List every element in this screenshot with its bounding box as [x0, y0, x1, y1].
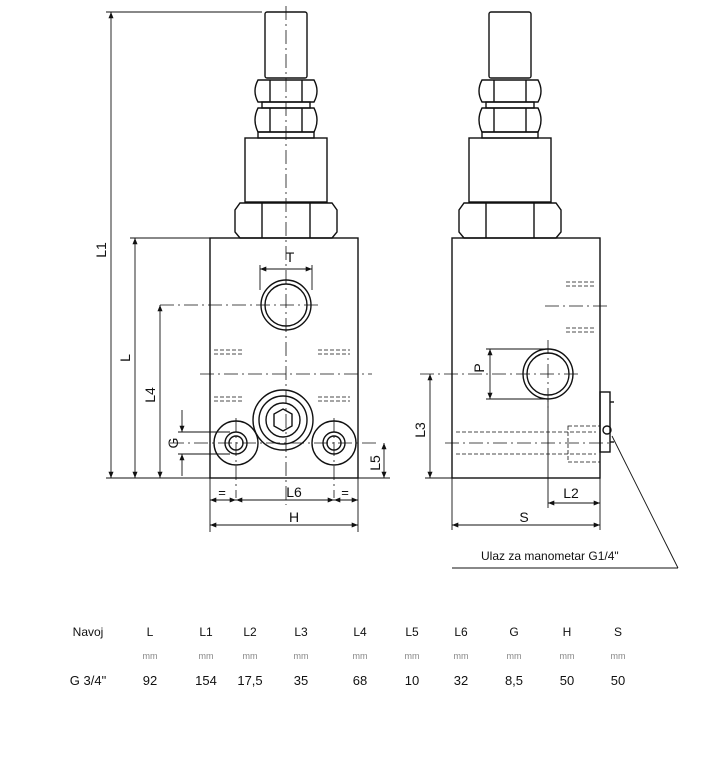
- dim-label-L4: L4: [142, 387, 158, 403]
- table-cell: 50: [559, 672, 575, 688]
- dim-label-H: H: [289, 509, 299, 525]
- table-header-cell: G: [509, 625, 519, 639]
- table-unit-cell: mm: [352, 651, 368, 661]
- table-unit-cell: mm: [610, 651, 626, 661]
- dim-label-S: S: [519, 509, 528, 525]
- dim-label-L: L: [117, 354, 133, 362]
- table-header-cell: L1: [199, 625, 213, 639]
- dim-label-L2: L2: [563, 485, 579, 501]
- table-unit-cell: mm: [453, 651, 469, 661]
- table-header-cell: L2: [243, 625, 257, 639]
- dimension-table: Navoj L L1 L2 L3 L4 L5 L6 G H S mm mm mm…: [58, 620, 644, 692]
- table-cell: 17,5: [237, 672, 263, 688]
- side-view: [420, 11, 679, 569]
- dim-label-L6: L6: [286, 484, 302, 500]
- dim-label-G: G: [165, 438, 181, 449]
- table-unit-cell: mm: [293, 651, 309, 661]
- table-cell: 10: [404, 672, 420, 688]
- table-unit-cell: mm: [559, 651, 575, 661]
- table-cell: G 3/4": [69, 672, 107, 688]
- dim-label-eq-left: =: [218, 485, 226, 500]
- table-unit-cell: mm: [404, 651, 420, 661]
- table-header-cell: H: [562, 625, 572, 639]
- table-header-cell: L6: [454, 625, 468, 639]
- dim-label-P: P: [471, 363, 487, 372]
- table-unit-cell: mm: [506, 651, 522, 661]
- table-header-cell: S: [613, 625, 622, 639]
- table-header-row: Navoj L L1 L2 L3 L4 L5 L6 G H S: [58, 620, 644, 644]
- front-dimensions: [106, 11, 390, 532]
- dim-label-L3: L3: [412, 422, 428, 438]
- table-header-cell: L4: [353, 625, 367, 639]
- table-header-cell: L5: [405, 625, 419, 639]
- table-cell: 154: [195, 672, 217, 688]
- table-cell: 92: [142, 672, 158, 688]
- table-unit-cell: mm: [142, 651, 158, 661]
- side-dimensions: [425, 348, 601, 530]
- table-cell: 35: [293, 672, 309, 688]
- front-view: [160, 6, 378, 505]
- table-unit-row: mm mm mm mm mm mm mm mm mm mm: [58, 644, 644, 668]
- table-unit-cell: mm: [198, 651, 214, 661]
- table-row: G 3/4" 92 154 17,5 35 68 10 32 8,5 50 50: [58, 668, 644, 692]
- dim-label-L1: L1: [93, 242, 109, 258]
- table-header-cell: L3: [294, 625, 308, 639]
- table-header-cell: Navoj: [72, 625, 104, 639]
- table-cell: 68: [352, 672, 368, 688]
- table-unit-cell: [58, 644, 118, 668]
- front-dim-labels: L1 L L4 G T L5 = L6 = H: [93, 242, 383, 525]
- table-unit-cell: mm: [242, 651, 258, 661]
- side-dim-labels: P L3 L2 S: [412, 363, 579, 525]
- dim-label-T: T: [286, 249, 295, 265]
- table-cell: 50: [610, 672, 626, 688]
- dim-label-L5: L5: [367, 455, 383, 471]
- table-cell: 8,5: [504, 672, 524, 688]
- dim-label-eq-right: =: [341, 485, 349, 500]
- table-cell: 32: [453, 672, 469, 688]
- table-header-cell: L: [146, 625, 154, 639]
- gauge-port-note: Ulaz za manometar G1/4": [481, 549, 619, 563]
